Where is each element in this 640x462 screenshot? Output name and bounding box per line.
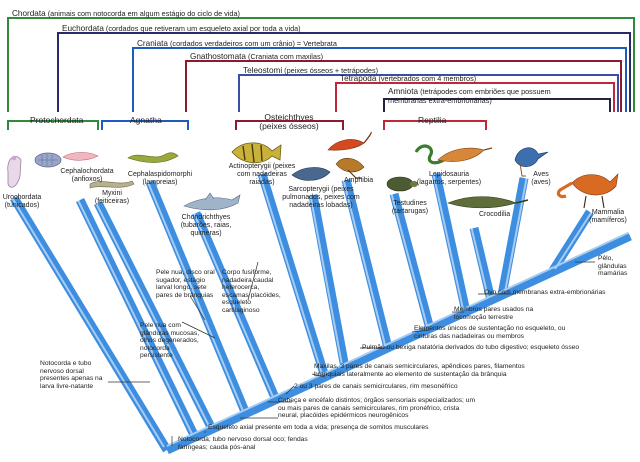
branch-urochordata <box>10 195 171 453</box>
character-pelo: Pêlo, glândulas mamárias <box>598 255 628 278</box>
header-chordata: Chordata (animais com notocorda em algum… <box>12 9 240 18</box>
character-pulmao: Pulmão ou bexiga natatória derivados do … <box>362 344 580 351</box>
branch-actinopterygii <box>257 172 330 379</box>
lizard-icon <box>437 147 493 162</box>
tunicate-larva-icon <box>34 152 62 168</box>
character-esqueleto: Esqueleto axial presente em toda a vida;… <box>208 424 429 431</box>
branch-lepidosauria <box>431 173 471 313</box>
header-amniota: Amniota (tetrápodes com embriões que pos… <box>388 87 551 105</box>
taxon-myxini: Myxini (feiticeiras) <box>94 190 130 205</box>
character-canais: 2 ou 3 pares de canais semicirculares, r… <box>294 383 458 390</box>
taxon-cephalochordata: Cephalochordata (anfioxos) <box>60 168 114 183</box>
salamander-icon <box>327 131 372 151</box>
character-pointers <box>108 261 595 446</box>
shark-icon <box>183 192 241 211</box>
taxon-cephalaspidomorphi: Cephalaspidomorphi (lampreias) <box>127 171 193 186</box>
taxon-lepidosauria: Lepidosauria (lagartos, serpentes) <box>416 171 482 186</box>
header-euchordata: Euchordata (cordados que retiveram um es… <box>62 24 301 33</box>
snake-icon <box>414 144 450 165</box>
branch-aves <box>497 177 529 296</box>
euchordata-bracket <box>57 32 631 112</box>
branch-myxini <box>93 200 217 432</box>
branch-chondrichthyes <box>191 211 281 402</box>
branch-cephalochordata <box>75 198 200 439</box>
tetrapoda-bracket <box>335 82 615 112</box>
crocodile-icon <box>447 196 529 209</box>
lamprey-icon <box>127 152 179 163</box>
taxon-sarcopterygii: Sarcopterygii (peixes pulmonados, peixes… <box>282 186 360 209</box>
taxon-mammalia: Mammalia (mamíferos) <box>589 209 627 224</box>
branch-amphibia <box>341 178 393 350</box>
amniota-bracket <box>383 98 611 112</box>
organisms <box>7 131 619 211</box>
taxon-aves: Aves (aves) <box>531 171 551 186</box>
agnatha-bracket <box>101 120 189 130</box>
character-cabeca: Cabeça e encéfalo distintos; órgãos sens… <box>278 397 476 420</box>
taxon-urochordata: Urochordata (tunicados) <box>2 194 42 209</box>
frog-icon <box>335 158 365 179</box>
reptilia-bracket <box>383 120 487 130</box>
perch-icon <box>231 142 282 164</box>
kingfisher-icon <box>514 147 549 177</box>
hagfish-icon <box>89 180 135 189</box>
group-protochordata: Protochordata <box>30 115 84 125</box>
taxon-testudines: Testudines (tartarugas) <box>391 200 429 215</box>
annotation-tunicados-larva: Notocorda e tubo nervoso dorsal presente… <box>40 360 103 390</box>
character-maxilas: Maxilas, 3 pares de canais semicirculare… <box>314 363 525 378</box>
tunicate-icon <box>7 155 22 188</box>
branch-sarcopterygii <box>308 194 350 369</box>
header-tetrapoda: Tetrapoda (vertebrados com 4 membros) <box>340 74 477 83</box>
branches <box>10 171 632 455</box>
protochordata-bracket <box>7 120 99 130</box>
header-brackets <box>7 17 635 112</box>
branch-cephalaspidomorphi <box>145 180 251 416</box>
lancelet-icon <box>62 152 99 161</box>
craniata-bracket <box>132 47 627 112</box>
header-teleostomi: Teleostomi (peixes ósseos + tetrápodes) <box>243 66 379 75</box>
taxon-crocodilia: Crocodilia <box>479 211 511 218</box>
group-agnatha: Agnatha <box>130 115 162 125</box>
group-reptilia: Reptilia <box>418 115 447 125</box>
taxon-amphibia: Amphibia <box>344 177 374 184</box>
character-ovo: Ovo com membranas extra-embrionárias <box>484 289 606 296</box>
header-craniata: Craniata (cordados verdadeiros com um cr… <box>137 39 337 48</box>
teleostomi-bracket <box>238 74 619 112</box>
annotation-myxini-pele: Pele nua com glândulas mucosas, olhos de… <box>140 322 200 360</box>
taxon-actinopterygii: Actinopterygii (peixes com nadadeiras ra… <box>228 163 296 186</box>
group-brackets <box>7 120 487 130</box>
header-gnathostomata: Gnathostomata (Craniata com maxilas) <box>190 52 324 61</box>
character-membros: Membros pares usados na locomoção terres… <box>454 306 534 321</box>
taxon-chondrichthyes: Chondrichthyes (tubarões, raias, quimera… <box>180 214 232 237</box>
branch-testudines <box>389 192 435 331</box>
lungfish-icon <box>291 167 331 181</box>
turtle-icon <box>386 176 418 192</box>
branch-crocodilia <box>469 226 496 302</box>
group-osteichthyes: Osteichthyes (peixes ósseos) <box>259 112 319 131</box>
annotation-lampreia-pele: Pele nua, disco oral sugador, estágio la… <box>156 269 215 299</box>
chordata-bracket <box>7 17 635 112</box>
character-elementos: Elementos únicos de sustentação no esque… <box>414 325 566 340</box>
osteichthyes-bracket <box>235 120 344 130</box>
annotation-tubarao-corpo: Corpo fusiforme, nadadeira caudal hetero… <box>222 269 281 314</box>
character-notocorda: Notocorda; tubo nervoso dorsal oco; fend… <box>178 436 308 451</box>
fox-icon <box>556 173 619 209</box>
gnathostomata-bracket <box>185 60 622 112</box>
